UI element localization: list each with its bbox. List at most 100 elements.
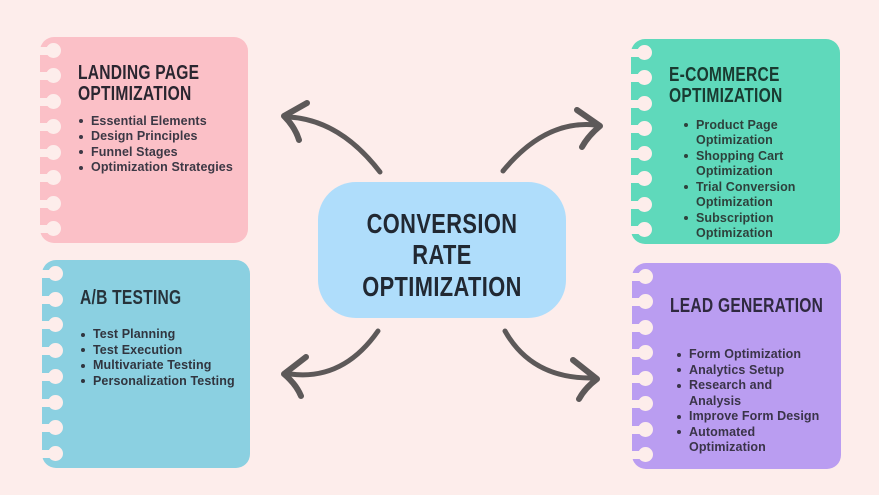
notebook-hole — [631, 146, 653, 162]
notebook-hole — [631, 196, 653, 213]
card-title: LANDING PAGE OPTIMIZATION — [78, 62, 200, 106]
bullet-dot — [79, 134, 83, 139]
list-item-label: Funnel Stages — [91, 144, 178, 159]
bullet-dot — [81, 332, 85, 337]
notebook-hole — [40, 93, 62, 110]
bullet-dot — [81, 363, 85, 368]
notebook-hole — [632, 396, 654, 412]
list-item: Analytics Setup — [676, 363, 824, 379]
central-topic-title: CONVERSION RATE OPTIMIZATION — [362, 208, 522, 302]
card-title: LEAD GENERATION — [670, 295, 824, 317]
notebook-hole — [632, 447, 654, 463]
notebook-hole — [632, 370, 654, 387]
notebook-hole — [40, 43, 62, 59]
arrow-bottom-left-head — [281, 354, 309, 399]
bullet-dot — [677, 383, 681, 388]
notebook-hole — [40, 144, 62, 161]
central-topic: CONVERSION RATE OPTIMIZATION — [318, 182, 566, 318]
notebook-hole — [42, 368, 64, 385]
list-item: Test Planning — [80, 327, 242, 343]
bullet-dot — [79, 150, 83, 155]
card-title: E-COMMERCE OPTIMIZATION — [669, 64, 783, 108]
arrow-top-right-shaft — [500, 122, 598, 174]
arrow-bottom-left-shaft — [287, 328, 381, 378]
notebook-hole — [40, 221, 62, 237]
notebook-hole — [632, 421, 654, 438]
notebook-hole — [631, 120, 653, 137]
bullet-dot — [677, 430, 681, 435]
notebook-hole — [40, 68, 62, 84]
arrow-bottom-left — [281, 328, 381, 399]
list-item: Essential Elements — [78, 114, 240, 130]
notebook-hole — [42, 446, 64, 462]
list-item: Funnel Stages — [78, 145, 240, 161]
arrow-top-left-shaft — [286, 114, 383, 175]
notebook-hole — [40, 195, 62, 212]
arrow-top-right-head — [574, 107, 603, 150]
list-item-label: Form Optimization — [689, 347, 802, 362]
list-item: Improve Form Design — [676, 409, 824, 425]
notebook-hole — [632, 294, 654, 310]
notebook-hole — [40, 119, 62, 135]
list-item: Shopping Cart Optimization — [683, 149, 829, 180]
notebook-hole — [42, 266, 64, 282]
list-item-label: Test Execution — [93, 342, 183, 357]
list-item-label: Research and Analysis — [689, 378, 773, 408]
list-item: Multivariate Testing — [80, 358, 242, 374]
list-item: Optimization Strategies — [78, 160, 240, 176]
notebook-hole — [631, 222, 653, 238]
notebook-hole — [631, 70, 653, 86]
arrow-top-left-head — [281, 100, 310, 143]
topic-card: E-COMMERCE OPTIMIZATION Product Page Opt… — [631, 39, 840, 244]
list-item-label: Design Principles — [91, 129, 198, 144]
list-item-label: Product Page Optimization — [696, 117, 778, 148]
topic-card: LANDING PAGE OPTIMIZATION Essential Elem… — [40, 37, 248, 243]
bullet-dot — [79, 165, 83, 170]
notebook-hole — [631, 171, 653, 187]
list-item-label: Shopping Cart Optimization — [696, 148, 784, 179]
list-item-label: Improve Form Design — [689, 409, 820, 424]
bullet-dot — [684, 185, 688, 190]
bullet-dot — [684, 216, 688, 221]
notebook-hole — [42, 394, 64, 411]
list-item: Subscription Optimization — [683, 211, 829, 242]
notebook-hole — [42, 291, 64, 308]
notebook-hole — [632, 269, 654, 285]
bullet-dot — [677, 352, 681, 357]
list-item: Form Optimization — [676, 347, 824, 363]
arrow-bottom-right — [502, 328, 600, 402]
bullet-dot — [684, 154, 688, 159]
list-item: Automated Optimization — [676, 425, 824, 456]
list-item-label: Automated Optimization — [689, 424, 766, 455]
bullet-dot — [677, 414, 681, 419]
arrow-top-left — [281, 100, 383, 175]
notebook-hole — [42, 420, 64, 436]
notebook-hole — [40, 170, 62, 186]
notebook-hole — [42, 317, 64, 333]
notebook-hole — [631, 95, 653, 112]
list-item: Test Execution — [80, 343, 242, 359]
notebook-hole — [42, 343, 64, 359]
list-item: Product Page Optimization — [683, 118, 829, 149]
notebook-hole — [631, 45, 653, 61]
list-item-label: Subscription Optimization — [696, 210, 774, 241]
notebook-hole — [632, 319, 654, 336]
list-item: Personalization Testing — [80, 374, 242, 390]
bullet-dot — [79, 119, 83, 124]
arrow-bottom-right-head — [570, 357, 600, 402]
list-item-label: Test Planning — [93, 327, 176, 342]
bullet-dot — [81, 348, 85, 353]
list-item-label: Essential Elements — [91, 113, 207, 128]
bullet-dot — [81, 379, 85, 384]
arrow-top-right — [500, 107, 603, 174]
bullet-dot — [684, 123, 688, 128]
list-item-label: Analytics Setup — [689, 362, 785, 377]
list-item: Research and Analysis — [676, 378, 824, 409]
